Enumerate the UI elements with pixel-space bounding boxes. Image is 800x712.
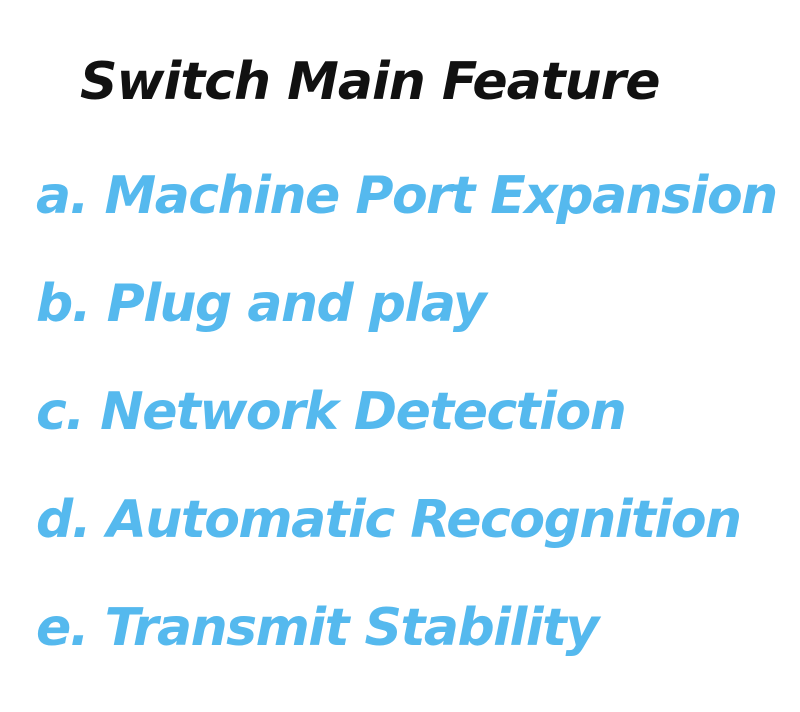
feature-item-a: a. Machine Port Expansion	[36, 166, 778, 226]
feature-item-e: e. Transmit Stability	[36, 598, 599, 658]
feature-item-b: b. Plug and play	[36, 274, 487, 334]
feature-item-d: d. Automatic Recognition	[36, 490, 742, 550]
slide-title: Switch Main Feature	[80, 52, 661, 112]
feature-item-c: c. Network Detection	[36, 382, 627, 442]
feature-list: a. Machine Port Expansion b. Plug and pl…	[36, 160, 778, 700]
